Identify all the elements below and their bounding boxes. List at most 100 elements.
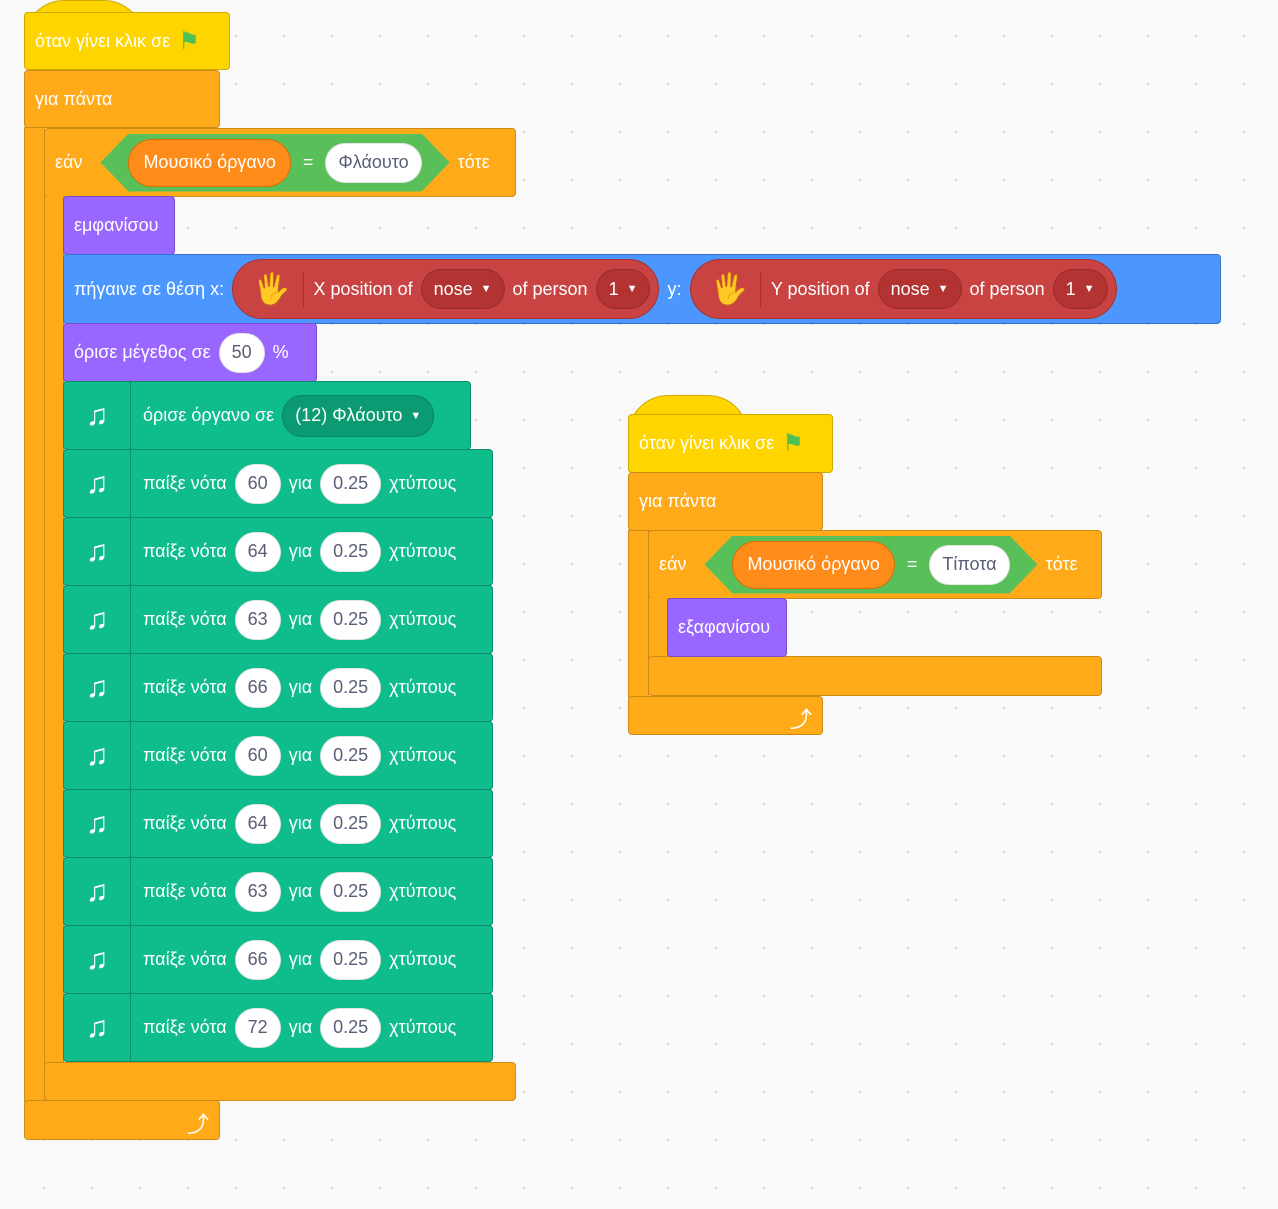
instrument-value: (12) Φλάουτο [295, 405, 403, 425]
equals-operator[interactable]: Μουσικό όργανο = Φλάουτο [100, 134, 449, 192]
forever-bottom: ⤴ [628, 696, 823, 735]
show-block[interactable]: εμφανίσου [63, 196, 175, 255]
equals-sign: = [906, 554, 918, 574]
beats-input[interactable]: 0.25 [320, 531, 382, 572]
y-label: y: [667, 278, 682, 299]
goto-label: πήγαινε σε θέση x: [74, 278, 225, 299]
forever-bottom: ⤴ [24, 1100, 220, 1140]
music-notes-icon: ♫ [64, 586, 131, 653]
instrument-dropdown[interactable]: (12) Φλάουτο▼ [282, 394, 435, 437]
play-note-label: παίξε νότα [143, 1017, 227, 1037]
dropdown-arrow-icon: ▼ [626, 283, 638, 295]
size-input[interactable]: 50 [218, 332, 265, 373]
person-dropdown[interactable]: 1▼ [595, 269, 651, 309]
set-size-block[interactable]: όρισε μέγεθος σε 50 % [63, 323, 317, 382]
note-input[interactable]: 66 [234, 667, 281, 708]
beats-input[interactable]: 0.25 [320, 803, 382, 844]
play-note-block[interactable]: ♫ παίξε νότα 63 για 0.25 χτύπους [63, 857, 493, 926]
note-input[interactable]: 64 [234, 803, 281, 844]
person-value: 1 [1065, 278, 1076, 299]
if-label: εάν [659, 554, 687, 574]
play-note-block[interactable]: ♫ παίξε νότα 66 για 0.25 χτύπους [63, 653, 493, 722]
play-note-label: παίξε νότα [143, 541, 227, 561]
hide-label: εξαφανίσου [678, 617, 771, 637]
loop-arrow-icon: ⤴ [789, 707, 812, 732]
for-label: για [288, 677, 313, 697]
for-label: για [288, 881, 313, 901]
music-notes-icon: ♫ [64, 382, 131, 449]
value-input[interactable]: Τίποτα [929, 545, 1009, 585]
play-note-block[interactable]: ♫ παίξε νότα 63 για 0.25 χτύπους [63, 585, 493, 654]
hide-block[interactable]: εξαφανίσου [667, 598, 787, 657]
for-label: για [288, 541, 313, 561]
music-notes-icon: ♫ [64, 518, 131, 585]
music-notes-icon: ♫ [64, 722, 131, 789]
beats-input[interactable]: 0.25 [320, 599, 382, 640]
variable-reporter[interactable]: Μουσικό όργανο [128, 139, 290, 187]
beats-input[interactable]: 0.25 [320, 735, 382, 776]
play-note-block[interactable]: ♫ παίξε νότα 64 για 0.25 χτύπους [63, 517, 493, 586]
variable-reporter[interactable]: Μουσικό όργανο [732, 541, 894, 589]
music-notes-icon: ♫ [64, 790, 131, 857]
note-input[interactable]: 66 [234, 939, 281, 980]
of-person-label: of person [969, 278, 1045, 299]
green-flag-icon: ⚑ [178, 27, 200, 55]
note-input[interactable]: 64 [234, 531, 281, 572]
forever-label: για πάντα [35, 88, 113, 109]
when-flag-clicked-block[interactable]: όταν γίνει κλικ σε ⚑ [628, 414, 833, 473]
dropdown-arrow-icon: ▼ [480, 283, 492, 295]
then-label: τότε [457, 152, 490, 172]
beats-label: χτύπους [389, 473, 457, 493]
if-block[interactable]: εάν Μουσικό όργανο = Φλάουτο τότε [44, 128, 516, 197]
note-input[interactable]: 60 [234, 735, 281, 776]
person-dropdown[interactable]: 1▼ [1052, 269, 1108, 309]
hand-pose-icon: 🖐 [711, 271, 761, 307]
play-note-block[interactable]: ♫ παίξε νότα 66 για 0.25 χτύπους [63, 925, 493, 994]
beats-label: χτύπους [389, 541, 457, 561]
equals-sign: = [302, 152, 314, 172]
play-note-block[interactable]: ♫ παίξε νότα 64 για 0.25 χτύπους [63, 789, 493, 858]
then-label: τότε [1045, 554, 1078, 574]
play-note-block[interactable]: ♫ παίξε νότα 72 για 0.25 χτύπους [63, 993, 493, 1062]
x-position-reporter[interactable]: 🖐 X position of nose▼ of person 1▼ [232, 259, 660, 319]
person-value: 1 [608, 278, 619, 299]
forever-block[interactable]: για πάντα [24, 70, 220, 128]
body-part-dropdown[interactable]: nose▼ [420, 269, 505, 309]
note-input[interactable]: 63 [234, 871, 281, 912]
note-input[interactable]: 63 [234, 599, 281, 640]
y-position-reporter[interactable]: 🖐 Y position of nose▼ of person 1▼ [689, 259, 1117, 319]
note-input[interactable]: 60 [234, 463, 281, 504]
play-note-label: παίξε νότα [143, 609, 227, 629]
for-label: για [288, 609, 313, 629]
beats-input[interactable]: 0.25 [320, 871, 382, 912]
play-note-label: παίξε νότα [143, 745, 227, 765]
beats-input[interactable]: 0.25 [320, 939, 382, 980]
beats-label: χτύπους [389, 881, 457, 901]
if-block[interactable]: εάν Μουσικό όργανο = Τίποτα τότε [648, 530, 1102, 599]
music-notes-icon: ♫ [64, 858, 131, 925]
note-input[interactable]: 72 [234, 1007, 281, 1048]
play-note-label: παίξε νότα [143, 473, 227, 493]
beats-label: χτύπους [389, 745, 457, 765]
play-note-label: παίξε νότα [143, 677, 227, 697]
when-flag-clicked-block[interactable]: όταν γίνει κλικ σε ⚑ [24, 12, 230, 70]
body-part-dropdown[interactable]: nose▼ [877, 269, 962, 309]
for-label: για [288, 813, 313, 833]
set-instrument-block[interactable]: ♫ όρισε όργανο σε (12) Φλάουτο▼ [63, 381, 471, 450]
forever-arm [24, 127, 45, 1102]
beats-input[interactable]: 0.25 [320, 463, 382, 504]
if-bottom [648, 656, 1102, 696]
green-flag-icon: ⚑ [782, 430, 804, 457]
play-note-block[interactable]: ♫ παίξε νότα 60 για 0.25 χτύπους [63, 721, 493, 790]
play-note-block[interactable]: ♫ παίξε νότα 60 για 0.25 χτύπους [63, 449, 493, 518]
beats-input[interactable]: 0.25 [320, 1007, 382, 1048]
value-input[interactable]: Φλάουτο [325, 143, 421, 183]
equals-operator[interactable]: Μουσικό όργανο = Τίποτα [704, 536, 1037, 594]
beats-label: χτύπους [389, 677, 457, 697]
beats-input[interactable]: 0.25 [320, 667, 382, 708]
forever-block[interactable]: για πάντα [628, 472, 823, 531]
if-label: εάν [55, 152, 83, 172]
loop-arrow-icon: ⤴ [186, 1112, 209, 1137]
dropdown-arrow-icon: ▼ [937, 283, 949, 295]
goto-xy-block[interactable]: πήγαινε σε θέση x: 🖐 X position of nose▼… [63, 254, 1221, 324]
